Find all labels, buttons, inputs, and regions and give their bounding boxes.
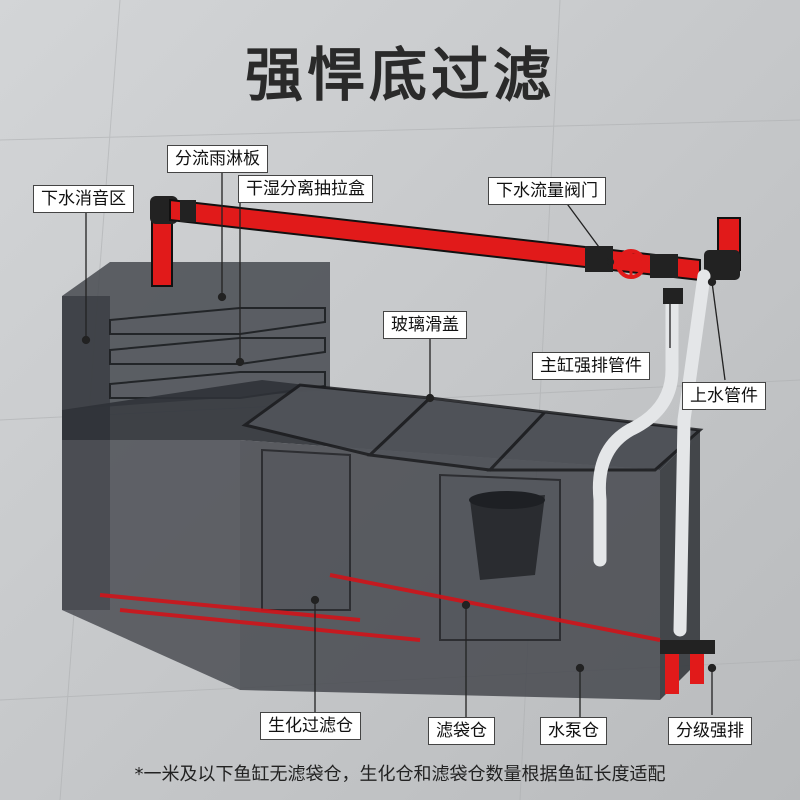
label-drain-silencer: 下水消音区 xyxy=(33,185,134,213)
drawer-trays xyxy=(109,307,326,399)
red-bottom-channels xyxy=(99,573,661,642)
label-staged-overflow: 分级强排 xyxy=(668,717,752,745)
callout-leaders xyxy=(81,168,726,717)
label-main-tank-overflow: 主缸强排管件 xyxy=(532,352,650,380)
label-dry-wet-drawer: 干湿分离抽拉盒 xyxy=(238,175,373,203)
label-filter-bag-chamber: 滤袋仓 xyxy=(428,717,495,745)
white-overflow-pipes xyxy=(592,269,711,637)
label-return-fitting: 上水管件 xyxy=(682,382,766,410)
filter-bag xyxy=(469,491,545,580)
label-pump-chamber: 水泵仓 xyxy=(540,717,607,745)
footnote: *一米及以下鱼缸无滤袋仓，生化仓和滤袋仓数量根据鱼缸长度适配 xyxy=(134,764,666,785)
label-glass-lid: 玻璃滑盖 xyxy=(383,311,467,339)
label-diversion-plate: 分流雨淋板 xyxy=(167,145,268,173)
page-title: 强悍底过滤 xyxy=(244,41,555,109)
staged-overflow-valves xyxy=(660,640,715,694)
drain-pipe xyxy=(150,196,741,287)
tank-front-left xyxy=(62,440,240,690)
label-bio-chamber: 生化过滤仓 xyxy=(260,712,361,740)
label-drain-flow-valve: 下水流量阀门 xyxy=(488,177,606,205)
valve-handwheel xyxy=(616,249,646,279)
